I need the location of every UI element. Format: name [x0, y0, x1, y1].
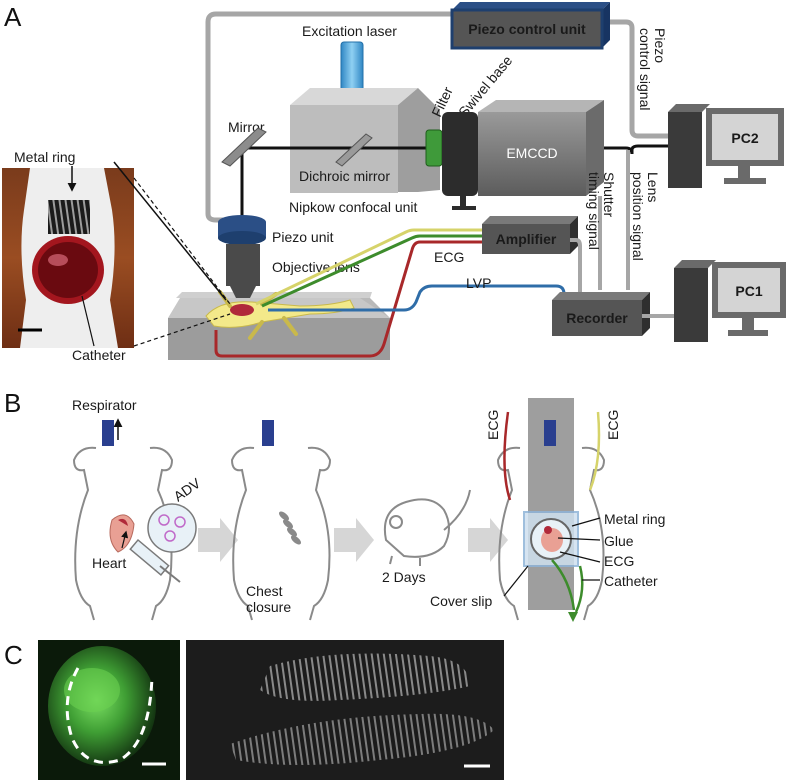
- pc1-label: PC1: [735, 283, 762, 299]
- piezo-signal-cable-left: [205, 11, 452, 214]
- cover-slip-leader: [503, 565, 529, 597]
- sarcomere-image: [186, 640, 504, 780]
- mouse-recovery-icon: [384, 489, 471, 566]
- amplifier: Amplifier: [482, 216, 578, 254]
- lvp-label: LVP: [466, 275, 491, 291]
- ecg-label: ECG: [434, 249, 464, 265]
- piezo-unit-cable: [205, 213, 228, 223]
- catheter-tip: [568, 612, 578, 622]
- piezo-signal-cable-right: [597, 19, 676, 139]
- metal-ring-label: Metal ring: [14, 149, 75, 165]
- piezo-unit-label: Piezo unit: [272, 229, 334, 245]
- recorder-label: Recorder: [566, 310, 628, 326]
- ecg-cable-green: [261, 234, 482, 308]
- step-arrow-1: [198, 518, 238, 562]
- piezo-unit: [218, 215, 266, 245]
- step-arrow-3: [468, 518, 508, 562]
- mouse-photo: [2, 168, 134, 348]
- b-ecg-label: ECG: [604, 553, 634, 569]
- ecg-cable-yellow: [255, 228, 482, 306]
- lens-label-2: position signal: [630, 172, 646, 261]
- heart-outline-dashed: [65, 667, 154, 764]
- step-arrow-2: [334, 518, 374, 562]
- mirror: [221, 127, 267, 167]
- ecg-lead-left: [503, 411, 512, 501]
- glue-label: Glue: [604, 533, 634, 549]
- emccd-camera: EMCCD: [442, 100, 604, 210]
- heart-exposed-icon: [541, 528, 563, 552]
- b-metal-ring-leader: [571, 517, 601, 527]
- pc2: PC2: [668, 104, 784, 188]
- zoom-line-bottom: [133, 313, 231, 347]
- piezo-control-unit: Piezo control unit: [450, 2, 610, 50]
- cover-slip-label: Cover slip: [430, 593, 492, 609]
- catheter-leader: [81, 295, 95, 347]
- piezo-signal-label-1: Piezo: [652, 28, 668, 63]
- nipkow-label: Nipkow confocal unit: [289, 199, 418, 215]
- panel-label-c: C: [4, 640, 23, 670]
- zoom-line-top: [133, 177, 231, 305]
- lens-label-1: Lens: [645, 172, 661, 202]
- ecg-right-label: ECG: [605, 410, 621, 440]
- ecg-cable-red: [214, 240, 482, 358]
- pc2-label: PC2: [731, 130, 758, 146]
- catheter-label: Catheter: [72, 347, 126, 363]
- filter: [425, 129, 443, 167]
- heart-arrow: [121, 530, 129, 549]
- pc2-data-cable: [620, 144, 676, 155]
- ecg-left-label: ECG: [485, 410, 501, 440]
- respirator-tube-1: [102, 420, 114, 446]
- adv-bubble: [147, 503, 197, 553]
- fluorescence-image: [38, 640, 180, 780]
- ecg-lead-green: [551, 559, 576, 611]
- shutter-label-1: Shutter: [601, 172, 617, 217]
- glue-leader: [557, 537, 601, 541]
- respirator-tube-3: [544, 420, 556, 446]
- amplifier-label: Amplifier: [496, 231, 557, 247]
- panel-label-a: A: [4, 2, 22, 32]
- heart-injection-site: [118, 518, 128, 526]
- mouse-on-stage: [205, 290, 355, 340]
- chest-label-2: closure: [246, 599, 291, 615]
- catheter-line: [574, 565, 584, 613]
- emccd-label: EMCCD: [506, 145, 557, 161]
- ecg-lead-right: [588, 411, 601, 491]
- syringe-icon: [129, 538, 181, 583]
- suture-icon: [279, 511, 301, 545]
- pc1: PC1: [674, 260, 786, 342]
- two-days-label: 2 Days: [382, 569, 426, 585]
- b-metal-ring-label: Metal ring: [604, 511, 665, 527]
- chest-label-1: Chest: [246, 583, 283, 599]
- respirator-label: Respirator: [72, 397, 137, 413]
- heart-label: Heart: [92, 555, 126, 571]
- excitation-laser: [340, 41, 364, 95]
- metal-ring-leader: [113, 161, 227, 301]
- stage: [168, 292, 390, 360]
- heart-spot: [544, 526, 552, 534]
- mouse-outline-3: [496, 446, 606, 621]
- shutter-label-2: timing signal: [586, 172, 602, 250]
- dichroic-mirror-label: Dichroic mirror: [299, 168, 390, 184]
- amplifier-recorder-cable: [570, 238, 582, 294]
- panel-label-b: B: [4, 388, 21, 418]
- b-catheter-label: Catheter: [604, 573, 658, 589]
- mouse-outline-1: [72, 446, 174, 621]
- adv-virus-icon: [158, 514, 186, 542]
- piezo-signal-label-2: control signal: [637, 28, 653, 111]
- dichroic-mirror: [335, 133, 373, 167]
- mouse-outline-2: [230, 446, 332, 621]
- excitation-laser-label: Excitation laser: [302, 23, 397, 39]
- respirator-tube-2: [262, 420, 274, 446]
- adv-label: ADV: [171, 474, 204, 504]
- piezo-control-unit-label: Piezo control unit: [468, 21, 586, 37]
- lvp-cable: [268, 284, 566, 312]
- b-ecg-leader: [559, 551, 601, 563]
- recorder: Recorder: [552, 292, 650, 336]
- objective-lens: [226, 244, 260, 298]
